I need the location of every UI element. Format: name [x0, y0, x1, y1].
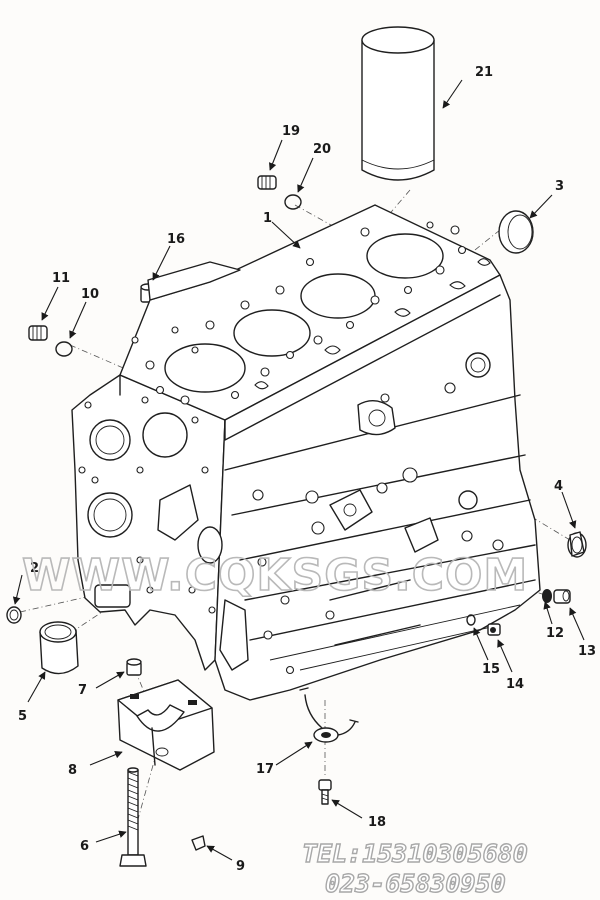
leader-lines [12, 79, 585, 861]
part-label-12: 12 [546, 626, 564, 641]
dowel-7 [126, 658, 142, 676]
part-label-2: 2 [30, 561, 39, 576]
part-label-18: 18 [368, 815, 386, 830]
part-label-4: 4 [554, 479, 563, 494]
contact-tel: TEL:15310305680 [302, 839, 528, 868]
part-label-11: 11 [52, 271, 70, 286]
bushing-5 [39, 621, 79, 675]
part-label-14: 14 [506, 677, 524, 692]
part-label-20: 20 [313, 142, 331, 157]
bushing-4 [567, 531, 587, 558]
screw-18 [318, 779, 332, 805]
part-label-17: 17 [256, 762, 274, 777]
ring-2 [6, 606, 22, 624]
part-label-5: 5 [18, 709, 27, 724]
part-number-labels: 21 3 19 20 1 16 11 10 4 2 5 7 8 6 9 17 1… [18, 65, 596, 874]
o-ring-15 [466, 614, 476, 626]
clip-9 [191, 835, 206, 851]
main-bearing-cap [117, 679, 215, 771]
part-label-3: 3 [555, 179, 564, 194]
plug-12 [542, 589, 552, 603]
cylinder-liner [361, 26, 435, 181]
part-label-9: 9 [236, 859, 245, 874]
o-ring-20 [284, 194, 302, 210]
cylinder-block [71, 204, 541, 701]
part-label-21: 21 [475, 65, 493, 80]
part-label-7: 7 [78, 683, 87, 698]
part-label-10: 10 [81, 287, 99, 302]
expansion-plug-3 [498, 210, 534, 254]
plug-11 [28, 325, 48, 341]
plug-13 [553, 589, 571, 604]
watermark-text: WWW.CQKSGS.COM [22, 550, 528, 601]
plug-19 [257, 175, 277, 190]
part-label-15: 15 [482, 662, 500, 677]
part-label-6: 6 [80, 839, 89, 854]
contact-phone2: 023-65830950 [325, 869, 506, 898]
part-label-13: 13 [578, 644, 596, 659]
piston-cooling-nozzle [299, 687, 359, 743]
part-label-8: 8 [68, 763, 77, 778]
part-label-1: 1 [263, 211, 272, 226]
o-ring-10 [55, 341, 73, 357]
part-label-19: 19 [282, 124, 300, 139]
cap-bolt-6 [119, 767, 147, 867]
plug-14 [487, 623, 501, 636]
part-label-16: 16 [167, 232, 185, 247]
